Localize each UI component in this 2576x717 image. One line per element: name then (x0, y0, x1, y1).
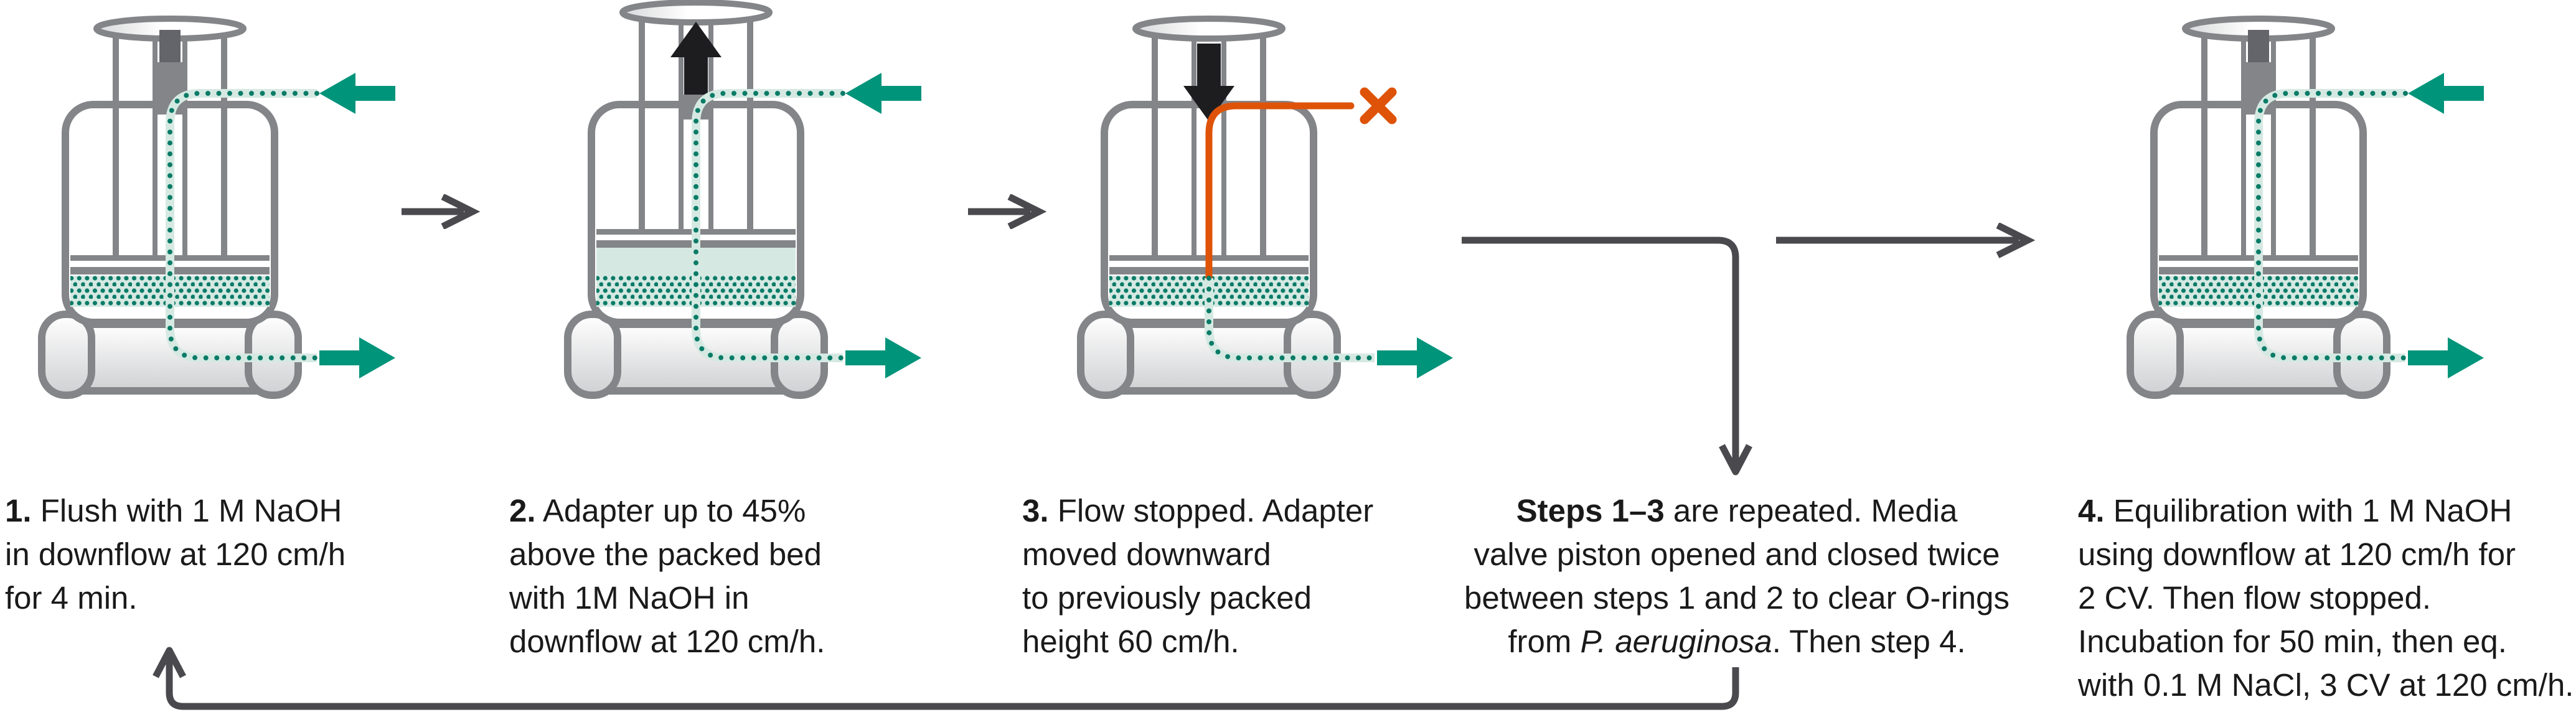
flow-outlet-arrow-icon (845, 337, 921, 378)
flow-outlet-arrow-icon (319, 337, 395, 378)
caption-line: Incubation for 50 min, then eq. (2078, 624, 2507, 659)
step-4-caption: 4. Equilibration with 1 M NaOH using dow… (2078, 489, 2574, 707)
caption-line: with 1M NaOH in (509, 580, 750, 616)
branch-right-arrow-icon (1776, 223, 2036, 258)
caption-line: above the packed bed (509, 537, 822, 572)
step-number: 4. (2078, 493, 2105, 528)
flow-inlet-arrow-icon (319, 73, 395, 114)
adapter-rod (159, 30, 181, 63)
flange (619, 0, 773, 26)
left-foot (2127, 311, 2184, 399)
branch-down-arrow-icon (1462, 237, 1752, 476)
adapter-assembly (93, 16, 247, 255)
flow-outlet-arrow-icon (1377, 337, 1453, 378)
caption-line: 1. Flush with 1 M NaOH (5, 493, 342, 528)
species-name: P. aeruginosa (1580, 624, 1772, 659)
step-number: 1. (5, 493, 32, 528)
caption-line: Steps 1–3 are repeated. Media (1516, 493, 1958, 528)
step-3-caption: 3. Flow stopped. Adapter moved downward … (1022, 489, 1373, 663)
flow-path (2254, 89, 2408, 362)
column-step-3-figure (1077, 16, 1453, 399)
caption-line: between steps 1 and 2 to clear O-rings (1464, 580, 2010, 616)
step-arrow-1 (402, 194, 481, 229)
step-number: 3. (1022, 493, 1049, 528)
column-step-1-figure (38, 16, 395, 399)
caption-line: in downflow at 120 cm/h (5, 537, 346, 572)
flow-path (692, 89, 845, 362)
stopped-flow-line (1205, 102, 1355, 282)
caption-line: valve piston opened and closed twice (1474, 537, 2000, 572)
caption-line: 2. Adapter up to 45% (509, 493, 806, 528)
adapter-assembly (1132, 16, 1286, 255)
caption-line: for 4 min. (5, 580, 138, 616)
step-arrow-1-icon (402, 194, 481, 229)
adapter-up-arrow-icon (670, 22, 722, 95)
flow-inlet-arrow-icon (845, 73, 921, 114)
caption-line: 4. Equilibration with 1 M NaOH (2078, 493, 2513, 528)
branch-connector (1462, 223, 2036, 476)
step-2-caption: 2. Adapter up to 45% above the packed be… (509, 489, 825, 663)
caption-line: to previously packed (1022, 580, 1312, 616)
step-arrow-2-icon (968, 194, 1047, 229)
step-number: 2. (509, 493, 536, 528)
flow-path (166, 89, 319, 362)
step-1-caption: 1. Flush with 1 M NaOH in downflow at 12… (5, 489, 346, 620)
flow-path (1205, 276, 1377, 362)
caption-line: 2 CV. Then flow stopped. (2078, 580, 2432, 616)
caption-line: using downflow at 120 cm/h for (2078, 537, 2516, 572)
repeat-loop-arrow-icon (153, 647, 1739, 710)
stopped-flow-x-icon (1360, 87, 1397, 124)
adapter-rod (2248, 30, 2269, 63)
adapter-down-arrow-icon (1183, 44, 1234, 121)
caption-line: height 60 cm/h. (1022, 624, 1239, 659)
flange (1132, 16, 1286, 42)
caption-line: 3. Flow stopped. Adapter (1022, 493, 1374, 528)
repeat-loop (153, 647, 1739, 710)
left-foot (38, 311, 95, 399)
caption-line: with 0.1 M NaCl, 3 CV at 120 cm/h. (2078, 667, 2574, 703)
left-foot (1077, 311, 1134, 399)
caption-line: downflow at 120 cm/h. (509, 624, 825, 659)
flow-inlet-arrow-icon (2408, 73, 2484, 114)
caption-line: from P. aeruginosa. Then step 4. (1508, 624, 1966, 659)
flow-outlet-arrow-icon (2408, 337, 2484, 378)
column-step-4-figure (2127, 16, 2484, 399)
caption-line: moved downward (1022, 537, 1271, 572)
column-step-2-figure (564, 0, 921, 399)
left-foot (564, 311, 621, 399)
step-arrow-2 (968, 194, 1047, 229)
repeat-note-caption: Steps 1–3 are repeated. Media valve pist… (1426, 489, 2048, 663)
adapter-assembly (2182, 16, 2335, 255)
